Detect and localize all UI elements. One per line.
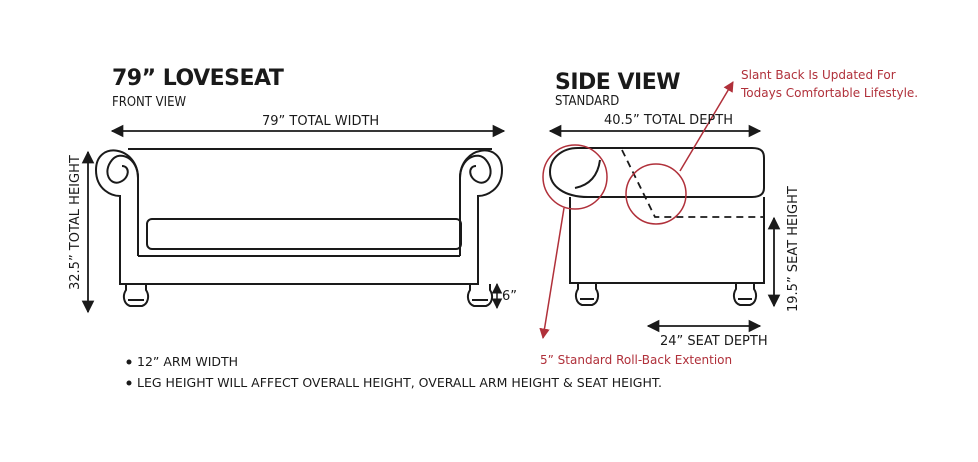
slant-note-arrow [679,81,734,172]
seat-height-label: 19.5” SEAT HEIGHT [786,186,801,312]
loveseat-front-drawing [94,148,504,307]
slant-highlight-circle [625,163,687,225]
bullet-arm-width: 12” ARM WIDTH [137,354,239,369]
side-view-title: SIDE VIEW [555,70,681,95]
front-view-title: 79” LOVESEAT [112,66,284,91]
leg-height-label: 6” [502,289,518,304]
seat-depth-label: 24” SEAT DEPTH [660,334,768,349]
rollback-highlight-circle [542,144,608,210]
total-width-label: 79” TOTAL WIDTH [262,114,380,129]
bullet-leg-height: LEG HEIGHT WILL AFFECT OVERALL HEIGHT, O… [137,375,662,390]
loveseat-side-drawing [548,147,765,306]
slant-back-note-line1: Slant Back Is Updated For [741,68,896,82]
total-height-label: 32.5” TOTAL HEIGHT [68,155,83,290]
front-view-subtitle: FRONT VIEW [112,95,187,110]
total-depth-label: 40.5” TOTAL DEPTH [604,113,733,128]
bullet-dot [126,359,132,365]
side-view-subtitle: STANDARD [555,94,620,109]
rollback-note: 5” Standard Roll-Back Extention [540,353,733,367]
slant-back-dashed-line [621,149,764,218]
slant-back-note-line2: Todays Comfortable Lifestyle. [741,86,919,100]
rollback-note-arrow [539,207,565,340]
bullet-dot [126,380,132,386]
